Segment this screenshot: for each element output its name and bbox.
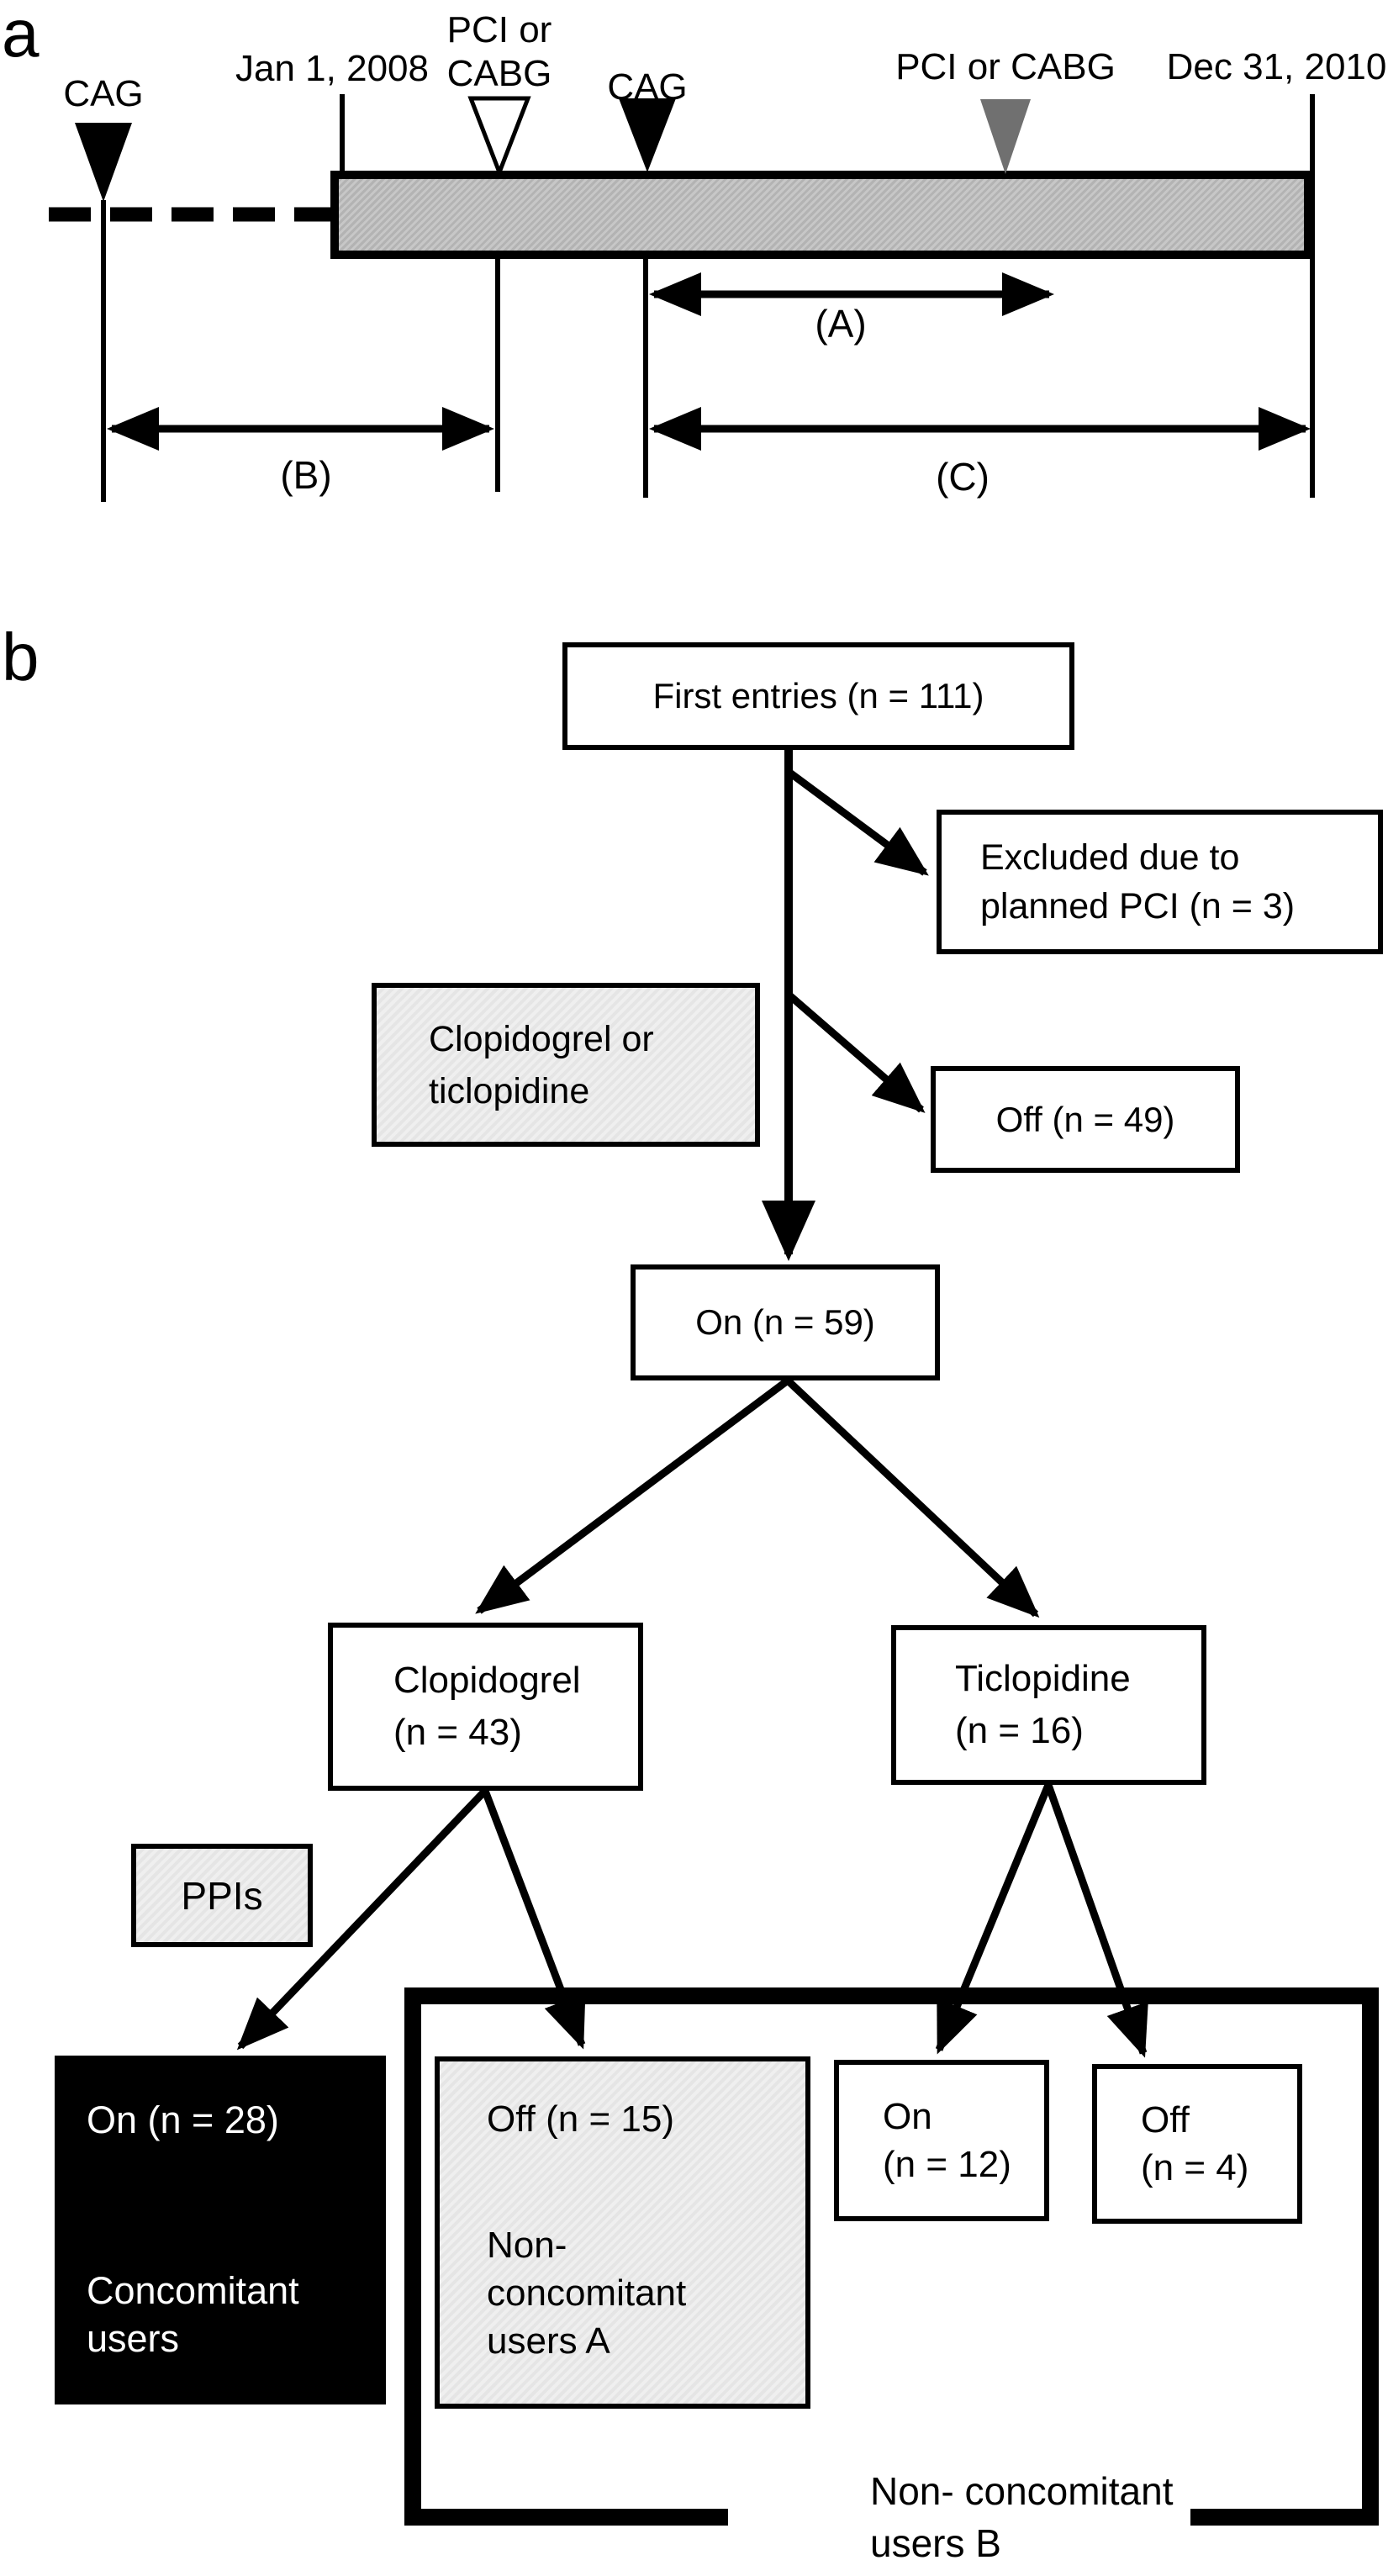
box-clopidogrel: Clopidogrel (n = 43) xyxy=(328,1623,643,1791)
interval-c-label: (C) xyxy=(936,455,990,499)
box-ppi-on-concomitant-users: On (n = 28) Concomitant users xyxy=(55,2056,386,2404)
box-ticlopidine-ppi-off: Off (n = 4) xyxy=(1092,2064,1302,2224)
pci-cabg-followup-gray-triangle-icon xyxy=(980,99,1031,174)
ppi-on-count: On (n = 28) xyxy=(87,2098,279,2141)
ppi-on-caption-line1: Concomitant xyxy=(87,2269,299,2312)
timeline-pci-cabg-planned-label: PCI or CABG xyxy=(407,8,592,96)
box-ticlopidine-ppi-on: On (n = 12) xyxy=(834,2060,1049,2221)
container-border-gap xyxy=(728,2505,1190,2532)
pci-cabg-planned-open-triangle-icon xyxy=(467,96,531,178)
ticlo-on-line1: On xyxy=(883,2096,932,2137)
box-ppis: PPIs xyxy=(131,1844,313,1947)
box-ticlopidine: Ticlopidine (n = 16) xyxy=(891,1625,1206,1785)
timeline-pci-cabg-planned-line1: PCI or xyxy=(446,9,552,50)
timeline-cag-prior-label: CAG xyxy=(63,73,144,114)
ppi-off-caption-line2: concomitant xyxy=(487,2272,687,2314)
ppi-off-caption: Non- concomitant users A xyxy=(487,2221,805,2365)
box-on-exposure: On (n = 59) xyxy=(631,1264,940,1380)
timeline-end-date-label: Dec 31, 2010 xyxy=(1166,46,1387,87)
ticlo-off-line1: Off xyxy=(1141,2099,1190,2141)
timeline-pci-cabg-planned-line2: CABG xyxy=(446,53,552,94)
arrow-to-off49 xyxy=(786,991,926,1113)
off-exposure-text: Off (n = 49) xyxy=(995,1099,1175,1139)
ppi-on-caption-line2: users xyxy=(87,2317,180,2360)
ticlo-off-line2: (n = 4) xyxy=(1141,2147,1249,2188)
ppi-off-caption-line1: Non- xyxy=(487,2225,567,2266)
cag-index-marker-triangle-icon xyxy=(619,98,676,172)
ticlo-on-line2: (n = 12) xyxy=(883,2144,1011,2185)
interval-b-label: (B) xyxy=(280,453,332,497)
timeline-cag-index-label: CAG xyxy=(607,66,688,108)
ppi-off-count: Off (n = 15) xyxy=(487,2098,674,2140)
non-concomitant-users-b-line2: users B xyxy=(870,2521,1001,2565)
first-entries-text: First entries (n = 111) xyxy=(652,676,984,715)
exposure-line2: ticlopidine xyxy=(429,1070,590,1111)
box-off-exposure: Off (n = 49) xyxy=(931,1066,1240,1173)
panel-b-label: b xyxy=(2,620,40,694)
ppi-on-caption: Concomitant users xyxy=(87,2267,377,2362)
clopidogrel-line1: Clopidogrel xyxy=(393,1660,581,1701)
box-first-entries: First entries (n = 111) xyxy=(562,642,1074,750)
ticlopidine-line2: (n = 16) xyxy=(955,1710,1084,1751)
excluded-line2: planned PCI (n = 3) xyxy=(980,886,1296,926)
panel-a-label: a xyxy=(2,0,40,71)
ppi-off-caption-line3: users A xyxy=(487,2320,610,2362)
timeline-pci-cabg-followup-label: PCI or CABG xyxy=(895,46,1116,87)
arrow-on59-to-clopidogrel xyxy=(475,1377,790,1614)
arrow-on59-to-ticlopidine xyxy=(784,1377,1040,1618)
box-ppi-off-non-concomitant-users-a: Off (n = 15) Non- concomitant users A xyxy=(435,2056,810,2409)
interval-a-label: (A) xyxy=(815,302,867,346)
box-clopidogrel-or-ticlopidine: Clopidogrel or ticlopidine xyxy=(372,983,760,1147)
timeline-start-date-label: Jan 1, 2008 xyxy=(235,48,429,89)
clopidogrel-line2: (n = 43) xyxy=(393,1712,522,1753)
ppis-text: PPIs xyxy=(181,1873,263,1918)
arrow-to-excluded xyxy=(786,768,929,876)
exposure-line1: Clopidogrel or xyxy=(429,1018,654,1059)
ticlopidine-line1: Ticlopidine xyxy=(955,1658,1131,1699)
excluded-line1: Excluded due to xyxy=(980,837,1240,878)
on-exposure-text: On (n = 59) xyxy=(695,1302,875,1342)
non-concomitant-users-b-label: Non- concomitant users B xyxy=(870,2465,1174,2569)
box-excluded-planned-pci: Excluded due to planned PCI (n = 3) xyxy=(937,810,1383,954)
timeline-observation-bar xyxy=(330,171,1312,259)
non-concomitant-users-b-line1: Non- concomitant xyxy=(870,2469,1174,2513)
cag-prior-marker-triangle-icon xyxy=(75,123,132,202)
